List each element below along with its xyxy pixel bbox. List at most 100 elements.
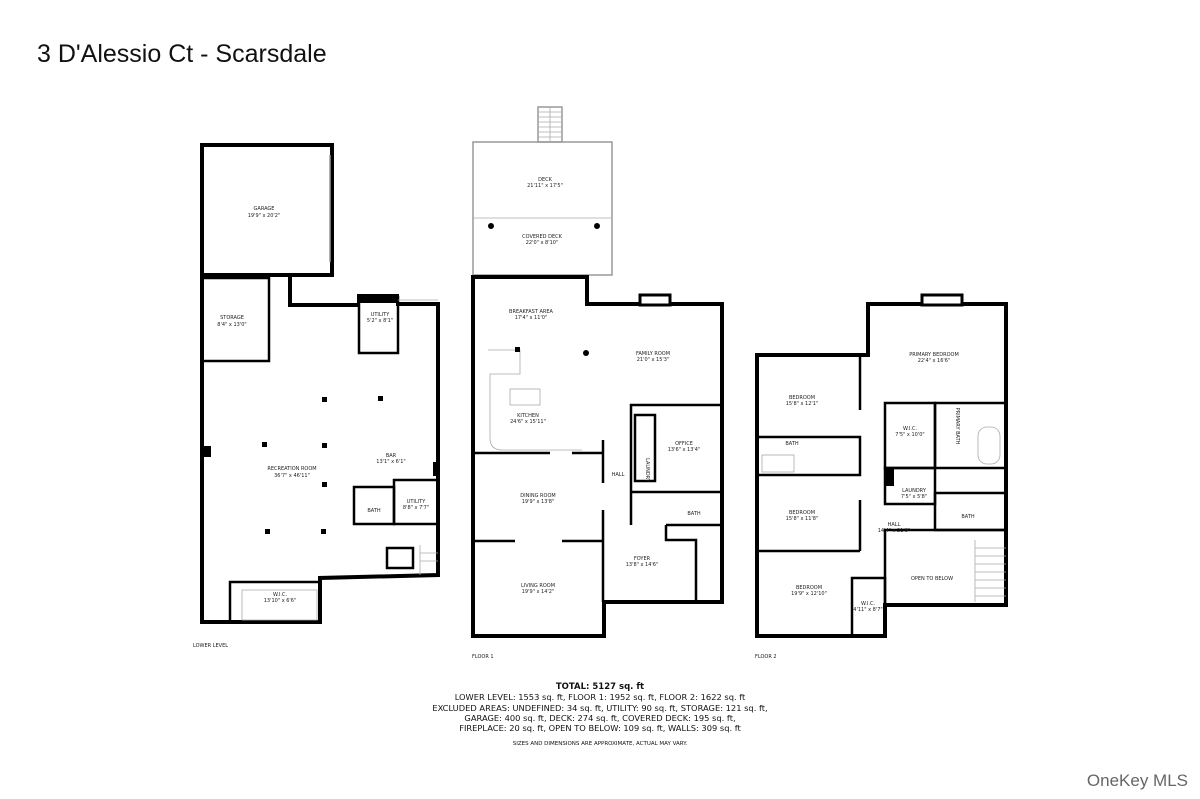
svg-text:36'7" x 46'11": 36'7" x 46'11" xyxy=(274,473,310,479)
room-dim: 36'7" x 46'11" xyxy=(274,473,310,479)
storage-walls xyxy=(200,276,271,363)
svg-text:22'0" x 8'10": 22'0" x 8'10" xyxy=(526,240,559,246)
svg-text:22'4" x 16'6": 22'4" x 16'6" xyxy=(918,358,951,364)
room-dim: 22'0" x 8'10" xyxy=(526,240,559,246)
level-label: LOWER LEVEL xyxy=(193,643,228,649)
svg-text:21'11" x 17'5": 21'11" x 17'5" xyxy=(527,183,563,189)
bath-walls xyxy=(352,485,396,526)
room-name: W.I.C. xyxy=(273,592,288,598)
svg-text:7'5" x 5'8": 7'5" x 5'8" xyxy=(901,494,927,500)
disclaimer: SIZES AND DIMENSIONS ARE APPROXIMATE, AC… xyxy=(512,741,688,748)
total-area: TOTAL: 5127 sq. ft xyxy=(555,682,645,692)
fireplace xyxy=(638,293,672,307)
svg-text:14'4" x 21'8": 14'4" x 21'8" xyxy=(878,528,911,534)
utility-walls xyxy=(357,295,400,355)
room-dim: 15'8" x 11'8" xyxy=(786,516,819,522)
room-dim: 21'0" x 15'3" xyxy=(637,357,670,363)
svg-text:UTILITY: UTILITY xyxy=(371,312,391,318)
svg-text:7'5" x 10'0": 7'5" x 10'0" xyxy=(895,432,924,438)
room-name: STORAGE xyxy=(220,315,244,321)
floor-2-plan: PRIMARY BEDROOM 22'4" x 16'6" BEDROOM 15… xyxy=(755,293,1008,660)
room-dim: 22'4" x 16'6" xyxy=(918,358,951,364)
svg-text:24'6" x 15'11": 24'6" x 15'11" xyxy=(510,419,546,425)
svg-text:13'8" x 14'6": 13'8" x 14'6" xyxy=(626,562,659,568)
svg-text:19'9" x 12'10": 19'9" x 12'10" xyxy=(791,591,827,597)
room-dim: 7'5" x 10'0" xyxy=(895,432,924,438)
room-name: UTILITY xyxy=(407,499,427,505)
fireplace xyxy=(920,293,964,307)
svg-text:FOYER: FOYER xyxy=(634,556,651,562)
room-name: BATH xyxy=(961,514,975,520)
svg-text:LAUNDRY: LAUNDRY xyxy=(644,458,650,483)
svg-text:BREAKFAST AREA: BREAKFAST AREA xyxy=(509,309,553,315)
room-name: UTILITY xyxy=(371,312,391,318)
room-name: BEDROOM xyxy=(789,510,815,516)
level-label: FLOOR 1 xyxy=(472,654,494,660)
room-dim: 19'9" x 20'2" xyxy=(248,213,281,219)
svg-text:RECREATION ROOM: RECREATION ROOM xyxy=(267,466,316,472)
room-name: COVERED DECK xyxy=(522,234,562,240)
watermark: OneKey MLS xyxy=(1086,771,1188,790)
room-dim: 17'4" x 11'0" xyxy=(515,315,548,321)
svg-text:19'9" x 13'8": 19'9" x 13'8" xyxy=(522,499,555,505)
wic2-walls xyxy=(850,576,887,638)
room-name: OFFICE xyxy=(675,441,693,447)
room-name: LAUNDRY xyxy=(644,458,650,483)
svg-text:BAR: BAR xyxy=(386,453,397,459)
area-summary: TOTAL: 5127 sq. ft LOWER LEVEL: 1553 sq.… xyxy=(300,682,900,750)
room-dim: 8'8" x 7'7" xyxy=(403,505,429,511)
room-name: HALL xyxy=(612,472,625,478)
room-dim: 13'10" x 6'6" xyxy=(264,598,297,604)
room-dim: 5'2" x 8'1" xyxy=(367,318,393,324)
svg-text:PRIMARY BEDROOM: PRIMARY BEDROOM xyxy=(909,352,959,358)
room-name: LIVING ROOM xyxy=(521,583,555,589)
room-name: GARAGE xyxy=(254,206,275,212)
svg-text:8'4" x 13'0": 8'4" x 13'0" xyxy=(217,322,246,328)
svg-text:BATH: BATH xyxy=(687,511,701,517)
svg-text:OPEN TO BELOW: OPEN TO BELOW xyxy=(911,576,953,582)
room-dim: 13'8" x 14'6" xyxy=(626,562,659,568)
room-dim: 19'9" x 12'10" xyxy=(791,591,827,597)
bath-walls xyxy=(933,491,1008,532)
summary-line: EXCLUDED AREAS: UNDEFINED: 34 sq. ft, UT… xyxy=(432,702,768,713)
room-dim: 24'6" x 15'11" xyxy=(510,419,546,425)
room-name: HALL xyxy=(888,522,901,528)
lower-outer-wall xyxy=(200,273,440,624)
room-dim: 19'9" x 14'2" xyxy=(522,589,555,595)
room-name: W.I.C. xyxy=(861,601,876,607)
room-dim: 21'11" x 17'5" xyxy=(527,183,563,189)
deck-outline xyxy=(472,141,613,276)
svg-text:HALL: HALL xyxy=(888,522,901,528)
svg-text:BEDROOM: BEDROOM xyxy=(796,585,822,591)
svg-text:8'8" x 7'7": 8'8" x 7'7" xyxy=(403,505,429,511)
room-dim: 4'11" x 8'7" xyxy=(853,607,882,613)
floor1-outer-wall xyxy=(471,275,724,638)
svg-text:15'8" x 11'8": 15'8" x 11'8" xyxy=(786,516,819,522)
room-name: RECREATION ROOM xyxy=(267,466,316,472)
svg-text:13'1" x 6'1": 13'1" x 6'1" xyxy=(376,459,405,465)
room-name: BEDROOM xyxy=(796,585,822,591)
svg-text:GARAGE: GARAGE xyxy=(254,206,275,212)
room-dim: 13'6" x 13'4" xyxy=(668,447,701,453)
svg-text:DECK: DECK xyxy=(538,177,553,183)
room-dim: 14'4" x 21'8" xyxy=(878,528,911,534)
room-name: BAR xyxy=(386,453,397,459)
room-name: BATH xyxy=(367,508,381,514)
room-name: DECK xyxy=(538,177,553,183)
room-dim: 7'5" x 5'8" xyxy=(901,494,927,500)
svg-text:HALL: HALL xyxy=(612,472,625,478)
svg-text:STORAGE: STORAGE xyxy=(220,315,244,321)
svg-text:13'10" x 6'6": 13'10" x 6'6" xyxy=(264,598,297,604)
svg-text:19'9" x 14'2": 19'9" x 14'2" xyxy=(522,589,555,595)
garage-walls xyxy=(200,143,334,277)
svg-text:19'9" x 20'2": 19'9" x 20'2" xyxy=(248,213,281,219)
svg-text:DINING ROOM: DINING ROOM xyxy=(520,493,555,499)
room-name: OPEN TO BELOW xyxy=(911,576,953,582)
svg-text:BATH: BATH xyxy=(961,514,975,520)
svg-text:W.I.C.: W.I.C. xyxy=(273,592,288,598)
svg-text:BEDROOM: BEDROOM xyxy=(789,510,815,516)
room-dim: 19'9" x 13'8" xyxy=(522,499,555,505)
room-dim: 8'4" x 13'0" xyxy=(217,322,246,328)
svg-text:17'4" x 11'0": 17'4" x 11'0" xyxy=(515,315,548,321)
